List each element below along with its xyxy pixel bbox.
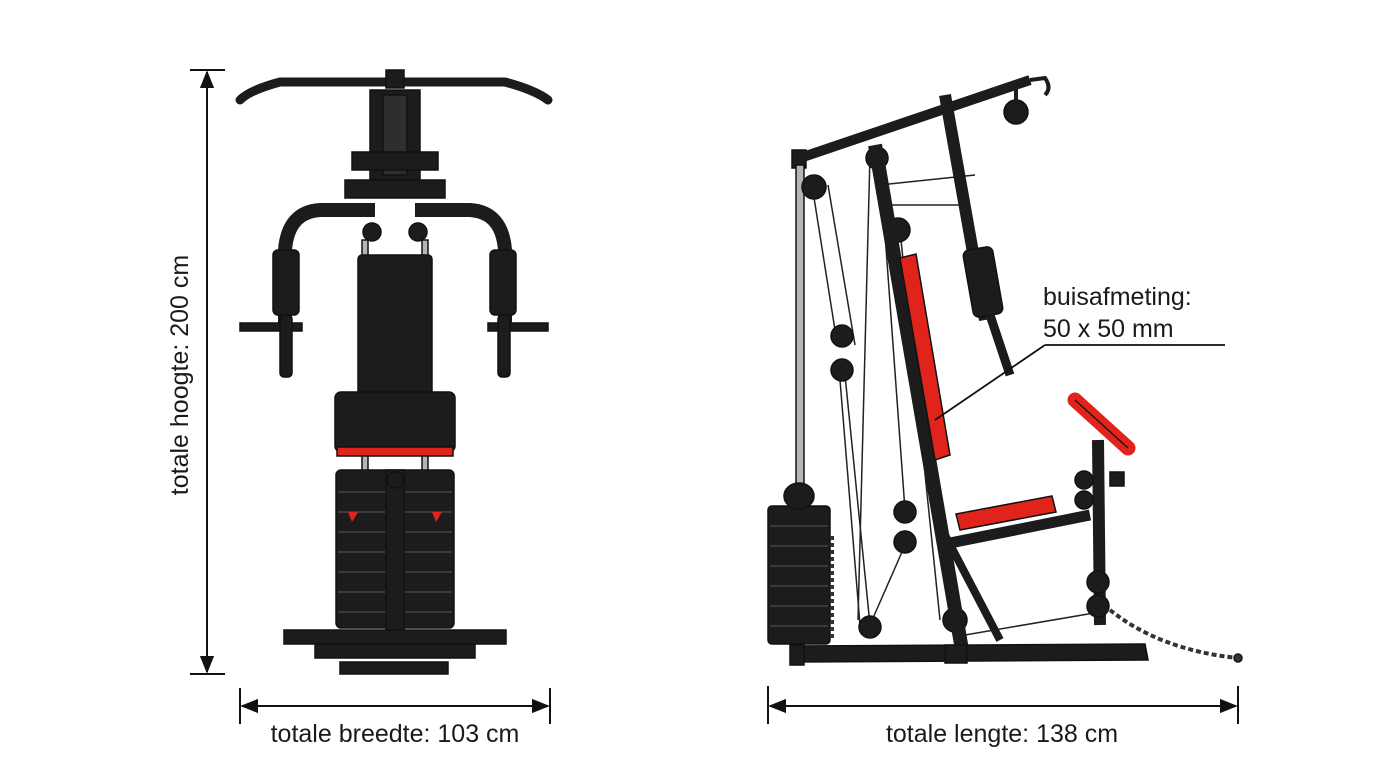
front-backrest (357, 254, 433, 396)
height-dimension (190, 69, 225, 675)
side-seat (955, 495, 1057, 531)
front-base (283, 629, 507, 645)
front-seat (334, 391, 456, 453)
front-arm-left (278, 203, 375, 330)
width-dimension (239, 688, 551, 724)
arm-pad-right (489, 249, 517, 316)
side-view (767, 75, 1243, 666)
length-dimension (767, 686, 1239, 724)
side-backrest (899, 253, 951, 461)
side-main-upright (868, 143, 969, 652)
height-label: totale hoogte: 200 cm (166, 255, 194, 495)
tube-size-label-line1: buisafmeting: (1043, 283, 1192, 311)
side-weight-stack (767, 482, 831, 645)
side-top-arm (798, 75, 1032, 163)
tube-size-callout (934, 344, 1225, 421)
tube-size-label-line2: 50 x 50 mm (1043, 315, 1174, 343)
front-arm-right (415, 203, 512, 330)
length-label: totale lengte: 138 cm (886, 720, 1118, 748)
arm-pad-left (272, 249, 300, 316)
front-view (235, 69, 553, 675)
side-base (794, 643, 1149, 663)
width-label: totale breedte: 103 cm (271, 720, 520, 748)
